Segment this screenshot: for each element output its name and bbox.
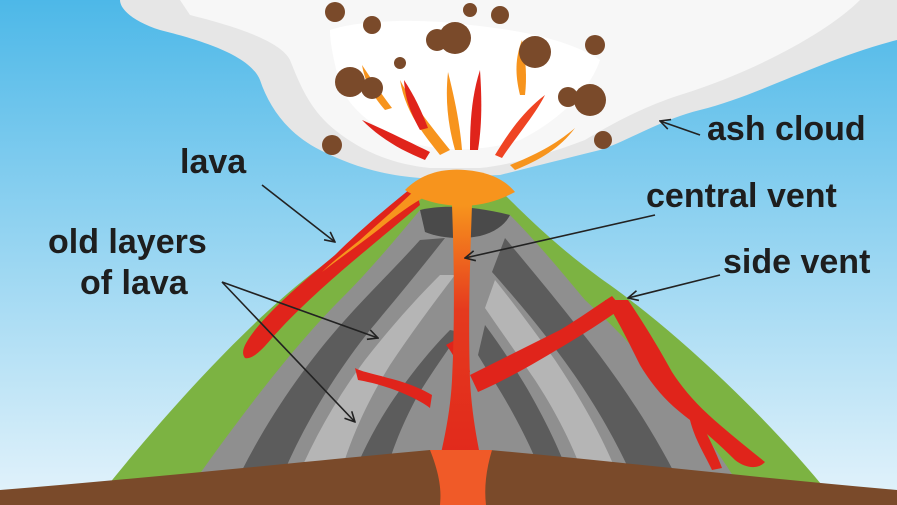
label-old-layers-line2: of lava: [80, 264, 189, 302]
label-side-vent: side vent: [723, 243, 870, 281]
label-central-vent: central vent: [646, 177, 837, 215]
label-ash-cloud: ash cloud: [707, 110, 866, 148]
label-lava: lava: [180, 143, 247, 181]
label-old-layers-line1: old layers: [48, 223, 207, 261]
